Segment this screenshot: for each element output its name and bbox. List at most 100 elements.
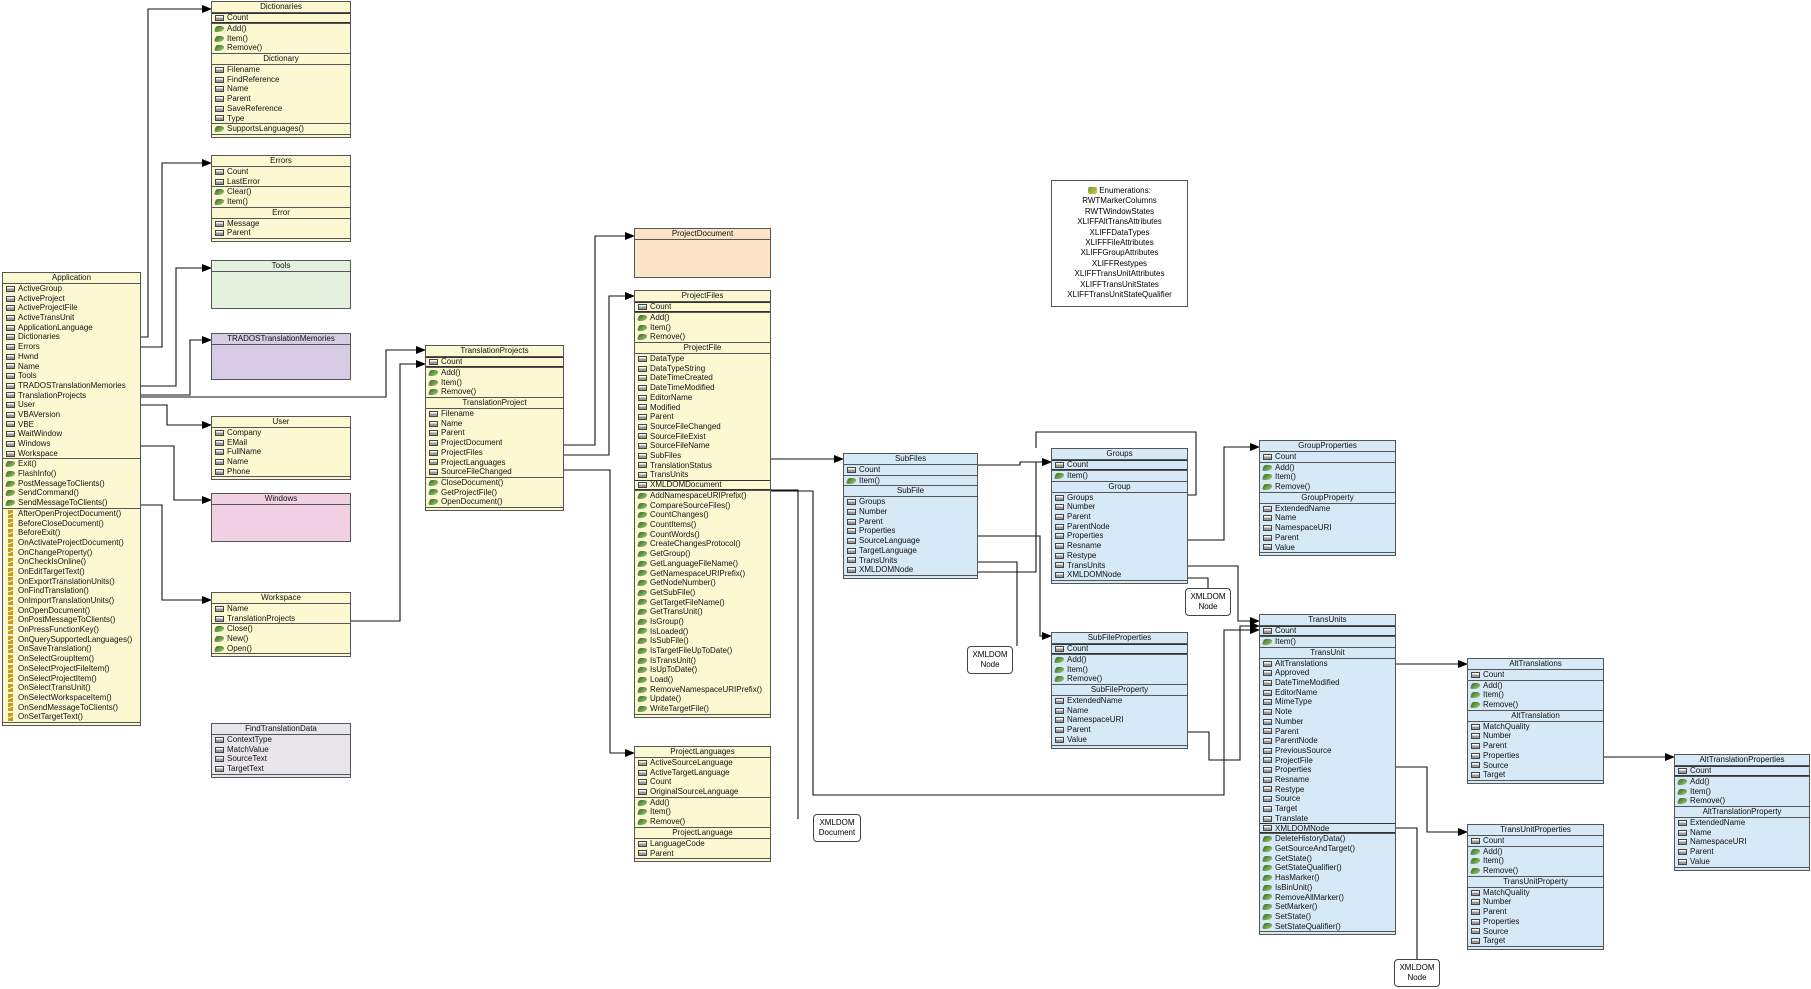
property-icon [847, 547, 856, 554]
connector-8 [351, 360, 426, 622]
property-icon [1263, 738, 1272, 745]
property-row: Parent [635, 849, 770, 859]
connector-16 [978, 535, 1052, 640]
member-label: ExtendedName [1067, 696, 1123, 706]
property-row: Number [1260, 717, 1395, 727]
property-icon [638, 443, 647, 450]
member-section: Add()Item()Remove() [1675, 776, 1809, 806]
member-label: ApplicationLanguage [18, 322, 93, 332]
property-icon [1263, 544, 1272, 551]
property-icon [1471, 733, 1480, 740]
event-icon [8, 616, 13, 625]
property-row: ExtendedName [1260, 504, 1395, 514]
member-section: Add()Item()Remove() [1468, 679, 1603, 710]
member-label: Type [227, 113, 245, 123]
method-icon [636, 599, 649, 606]
event-icon [8, 519, 13, 528]
member-label: Count [1483, 670, 1505, 679]
property-icon [1471, 723, 1480, 730]
member-label: Name [441, 418, 463, 428]
property-row: Count [844, 465, 977, 475]
class-title: TranslationProjects [426, 346, 563, 357]
class-title: TransUnits [1260, 615, 1395, 626]
connector-17 [978, 561, 1018, 646]
note-line: Document [818, 828, 856, 837]
property-icon [6, 411, 15, 418]
property-icon [1263, 534, 1272, 541]
method-row: Add() [1468, 681, 1603, 691]
property-row: ContextType [212, 735, 350, 745]
method-icon [636, 492, 649, 499]
member-label: Parent [859, 516, 883, 526]
member-label: TranslationProjects [18, 390, 87, 400]
property-icon [215, 429, 224, 436]
event-row: OnPressFunctionKey() [3, 625, 140, 635]
property-row: Value [1052, 735, 1187, 745]
box-bottom-rule [212, 773, 350, 777]
member-label: User [18, 400, 35, 410]
member-section: AddNamespaceURIPrefix()CompareSourceFile… [635, 490, 770, 714]
event-row: OnQuerySupportedLanguages() [3, 635, 140, 645]
enumeration-item: XLIFFTransUnitStateQualifier [1067, 290, 1172, 300]
method-row: Exit() [3, 459, 140, 469]
property-icon [638, 482, 647, 488]
method-icon [636, 531, 649, 538]
method-row: Item() [1468, 856, 1603, 866]
property-icon [215, 105, 224, 112]
member-label: Remove() [441, 387, 477, 397]
member-label: Workspace [18, 448, 58, 458]
member-label: FlashInfo() [18, 469, 57, 479]
member-label: ExtendedName [1275, 503, 1331, 513]
property-icon [847, 518, 856, 525]
event-icon [8, 654, 13, 663]
property-icon [6, 334, 15, 341]
property-icon [1263, 815, 1272, 822]
member-label: Count [1690, 766, 1712, 776]
box-bottom-rule [1468, 945, 1603, 949]
member-label: BeforeExit() [18, 528, 61, 538]
member-label: Company [227, 428, 262, 437]
member-label: PostMessageToClients() [18, 478, 105, 488]
property-row: Target [1468, 770, 1603, 780]
member-label: Add() [227, 24, 247, 33]
member-label: OnEditTargetText() [18, 566, 85, 576]
class-title: Application [3, 273, 140, 284]
method-icon [213, 198, 226, 205]
member-section: Count [1260, 626, 1395, 636]
property-icon [215, 230, 224, 237]
method-icon [1261, 874, 1274, 881]
method-row: Add() [1468, 847, 1603, 857]
member-label: SourceFileChanged [441, 467, 512, 477]
property-row: ProjectFiles [426, 448, 563, 458]
member-label: Add() [1483, 846, 1503, 856]
property-row: Translate [1260, 814, 1395, 824]
property-icon [638, 472, 647, 479]
property-icon [638, 404, 647, 411]
property-icon [1263, 453, 1272, 460]
property-row: SubFiles [635, 451, 770, 461]
method-icon [636, 657, 649, 664]
property-row: Name [212, 604, 350, 614]
member-label: Source [1483, 926, 1509, 936]
member-label: Add() [1483, 680, 1503, 690]
method-icon [1261, 865, 1274, 872]
member-label: CountChanges() [650, 510, 709, 520]
member-label: PreviousSource [1275, 745, 1332, 755]
member-label: Windows [18, 439, 51, 448]
method-row: GetTransUnit() [635, 607, 770, 617]
property-row: TargetText [212, 764, 350, 774]
property-icon [215, 449, 224, 456]
member-label: ActiveSourceLanguage [650, 758, 733, 767]
property-row: XMLDOMNode [1052, 570, 1187, 580]
property-icon [6, 353, 15, 360]
member-section: Add()Item()Remove() [426, 367, 563, 397]
property-icon [1055, 533, 1064, 540]
member-label: TargetText [227, 764, 264, 774]
member-section: Item() [844, 474, 977, 486]
